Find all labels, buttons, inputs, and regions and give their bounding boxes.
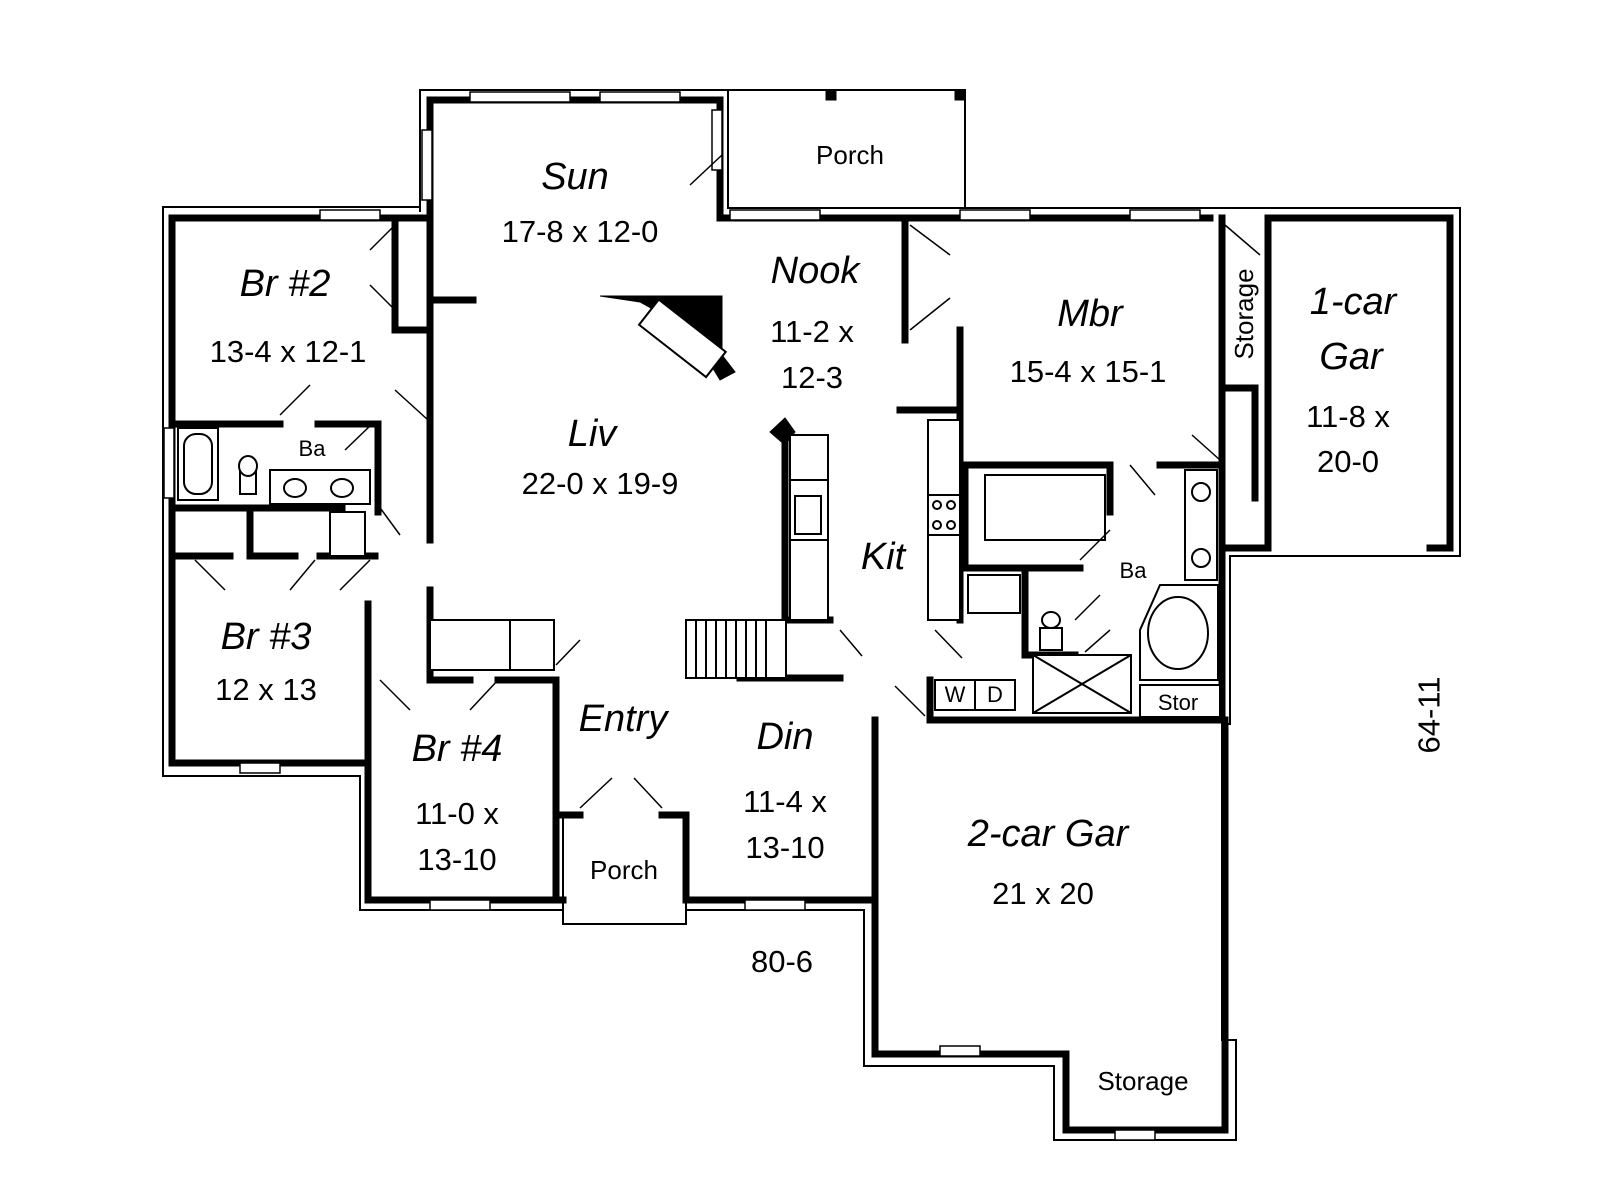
room-name-garage-storage: Storage <box>1097 1066 1189 1096</box>
room-name-liv: Liv <box>567 413 617 455</box>
room-name-1car-gar-1: 1-car <box>1309 281 1397 323</box>
label-dryer: D <box>987 682 1003 707</box>
door-swings <box>194 154 1261 809</box>
room-dim-2car-gar: 21 x 20 <box>992 876 1094 911</box>
room-dim-nook-2: 12-3 <box>780 360 844 395</box>
room-name-stor: Stor <box>1157 690 1199 715</box>
room-name-side-storage: Storage <box>1229 268 1259 360</box>
room-dim-mbr: 15-4 x 15-1 <box>1009 354 1167 389</box>
room-name-1car-gar-2: Gar <box>1319 336 1383 378</box>
room-name-din: Din <box>756 716 814 758</box>
windows <box>163 91 1201 1141</box>
fireplace <box>599 295 796 446</box>
room-dim-1car-gar-2: 20-0 <box>1316 444 1380 479</box>
room-name-br3: Br #3 <box>220 616 312 658</box>
room-name-br2: Br #2 <box>239 263 331 305</box>
outer-outline <box>162 89 1461 1141</box>
stairs <box>429 619 787 679</box>
room-name-2car-gar: 2-car Gar <box>967 813 1129 855</box>
kitchen-fixtures <box>789 419 1021 711</box>
room-name-entry: Entry <box>578 698 668 740</box>
room-dim-1car-gar-1: 11-8 x <box>1306 399 1390 434</box>
room-dim-br2: 13-4 x 12-1 <box>209 334 367 369</box>
room-name-master-bath: Ba <box>1119 558 1147 583</box>
room-name-kit: Kit <box>860 536 906 578</box>
rear-porch-outline <box>727 89 966 209</box>
room-name-front-porch: Porch <box>590 855 658 885</box>
overall-depth-dimension: 64-11 <box>1411 676 1447 754</box>
room-dim-nook-1: 11-2 x <box>770 314 854 349</box>
room-dim-br3: 12 x 13 <box>215 672 317 707</box>
room-name-mbr: Mbr <box>1057 293 1123 335</box>
room-dim-br4-2: 13-10 <box>417 842 497 877</box>
room-name-sun: Sun <box>541 156 609 198</box>
room-dim-din-2: 13-10 <box>745 830 825 865</box>
label-washer: W <box>944 682 966 707</box>
overall-width-dimension: 80-6 <box>750 944 814 979</box>
room-name-rear-porch: Porch <box>816 140 884 170</box>
room-name-br4: Br #4 <box>411 728 503 770</box>
room-dim-liv: 22-0 x 19-9 <box>521 466 679 501</box>
room-dim-sun: 17-8 x 12-0 <box>501 214 659 249</box>
master-bath-fixtures <box>984 469 1221 718</box>
hall-bath-fixtures <box>177 427 371 557</box>
room-name-hall-bath: Ba <box>298 436 326 461</box>
room-dim-din-1: 11-4 x <box>743 784 827 819</box>
room-dim-br4-1: 11-0 x <box>415 796 499 831</box>
room-name-nook: Nook <box>770 250 860 292</box>
